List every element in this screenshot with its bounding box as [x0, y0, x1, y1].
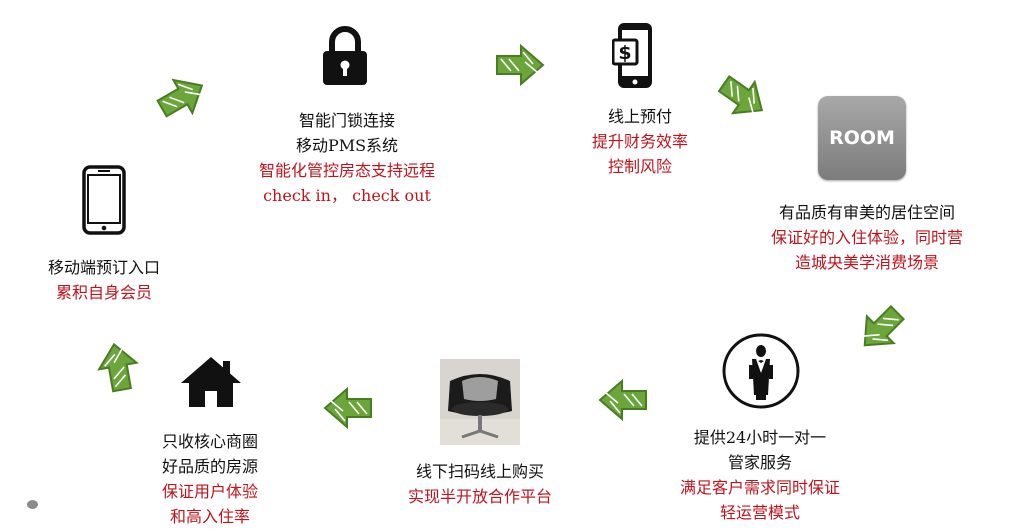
armchair-photo-icon	[440, 359, 520, 445]
slide-indicator-dot	[27, 500, 38, 509]
step-detail-line: 累积自身会员	[55, 283, 152, 302]
step-detail-line: 满足客户需求同时保证	[679, 478, 840, 497]
step-detail-line: 保证好的入住体验，同时营	[770, 228, 963, 247]
step-detail-line: check in， check out	[263, 186, 431, 205]
step-butler-service-text: 提供24小时一对一 管家服务 满足客户需求同时保证 轻运营模式	[660, 425, 860, 525]
flow-arrow-icon	[863, 304, 906, 347]
step-online-payment-text: 线上预付 提升财务效率 控制风险	[560, 104, 720, 179]
step-title-line: 线上预付	[607, 107, 672, 126]
flow-arrow-icon	[598, 379, 647, 421]
step-title-line: 线下扫码线上购买	[415, 462, 544, 481]
step-title-line: 管家服务	[727, 453, 792, 472]
step-quality-space-text: 有品质有审美的居住空间 保证好的入住体验，同时营 造城央美学消费场景	[745, 200, 989, 275]
step-title-line: 只收核心商圈	[161, 432, 258, 451]
step-title-line: 移动端预订入口	[47, 258, 160, 277]
step-core-district-text: 只收核心商圈 好品质的房源 保证用户体验 和高入住率	[130, 429, 290, 529]
step-title-line: 有品质有审美的居住空间	[778, 203, 955, 222]
step-title-line: 移动PMS系统	[295, 136, 399, 155]
step-smart-lock-text: 智能门锁连接 移动PMS系统 智能化管控房态支持远程 check in， che…	[236, 108, 458, 208]
room-badge-icon: ROOM	[818, 96, 906, 180]
flow-arrow-icon	[496, 44, 545, 86]
step-title-line: 提供24小时一对一	[693, 428, 827, 447]
smartphone-icon	[82, 165, 126, 235]
svg-text:$: $	[618, 42, 631, 64]
step-detail-line: 和高入住率	[169, 507, 250, 526]
step-offline-scan-text: 线下扫码线上购买 实现半开放合作平台	[380, 459, 580, 509]
flow-arrow-icon	[323, 387, 372, 429]
step-detail-line: 保证用户体验	[161, 482, 258, 501]
flow-arrow-icon	[156, 78, 204, 118]
step-detail-line: 造城央美学消费场景	[794, 253, 939, 272]
step-title-line: 智能门锁连接	[298, 111, 395, 130]
step-title-line: 好品质的房源	[161, 457, 258, 476]
flow-arrow-icon	[97, 342, 139, 393]
butler-icon	[722, 333, 800, 409]
padlock-icon	[323, 26, 367, 85]
step-detail-line: 智能化管控房态支持远程	[258, 161, 435, 180]
room-badge-label: ROOM	[829, 127, 895, 149]
step-detail-line: 控制风险	[607, 157, 672, 176]
step-detail-line: 实现半开放合作平台	[407, 487, 552, 506]
flow-arrow-icon	[717, 75, 764, 115]
house-icon	[181, 357, 241, 407]
step-mobile-booking-text: 移动端预订入口 累积自身会员	[24, 255, 184, 305]
step-detail-line: 提升财务效率	[591, 132, 688, 151]
mobile-payment-icon: $	[612, 23, 652, 88]
step-detail-line: 轻运营模式	[719, 503, 800, 522]
